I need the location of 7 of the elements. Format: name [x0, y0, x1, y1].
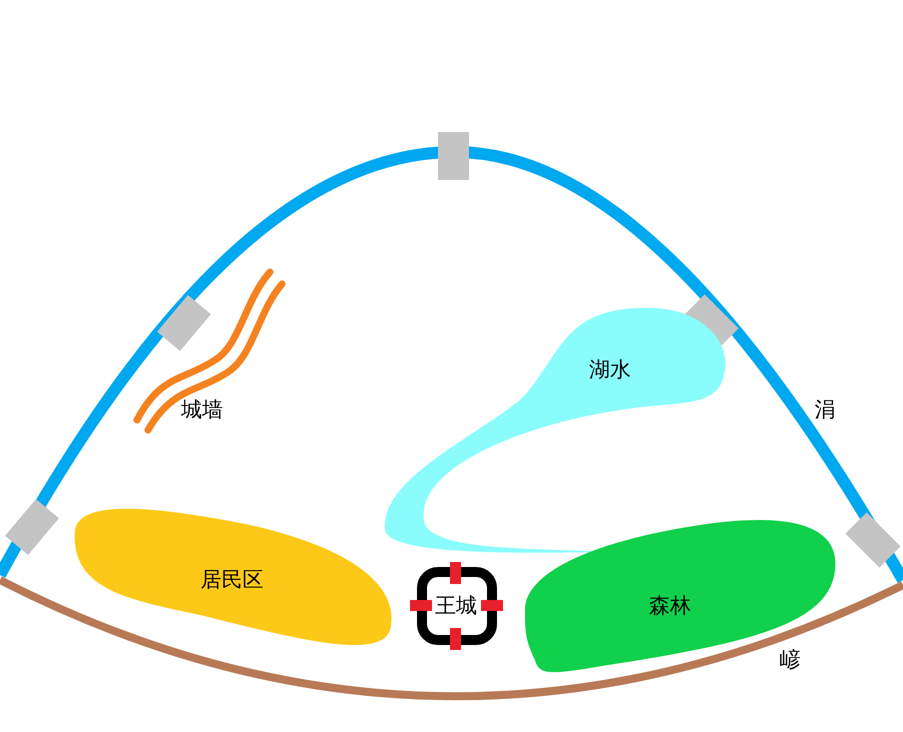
ridge-label: 嵃: [780, 648, 800, 672]
area-label: 居民区: [200, 568, 264, 592]
wall-label: 城墙: [181, 398, 223, 422]
area-label: 湖水: [589, 358, 631, 382]
area-label: 王城: [435, 594, 477, 618]
area-label: 森林: [649, 594, 691, 618]
river-label: 涓: [814, 398, 836, 422]
